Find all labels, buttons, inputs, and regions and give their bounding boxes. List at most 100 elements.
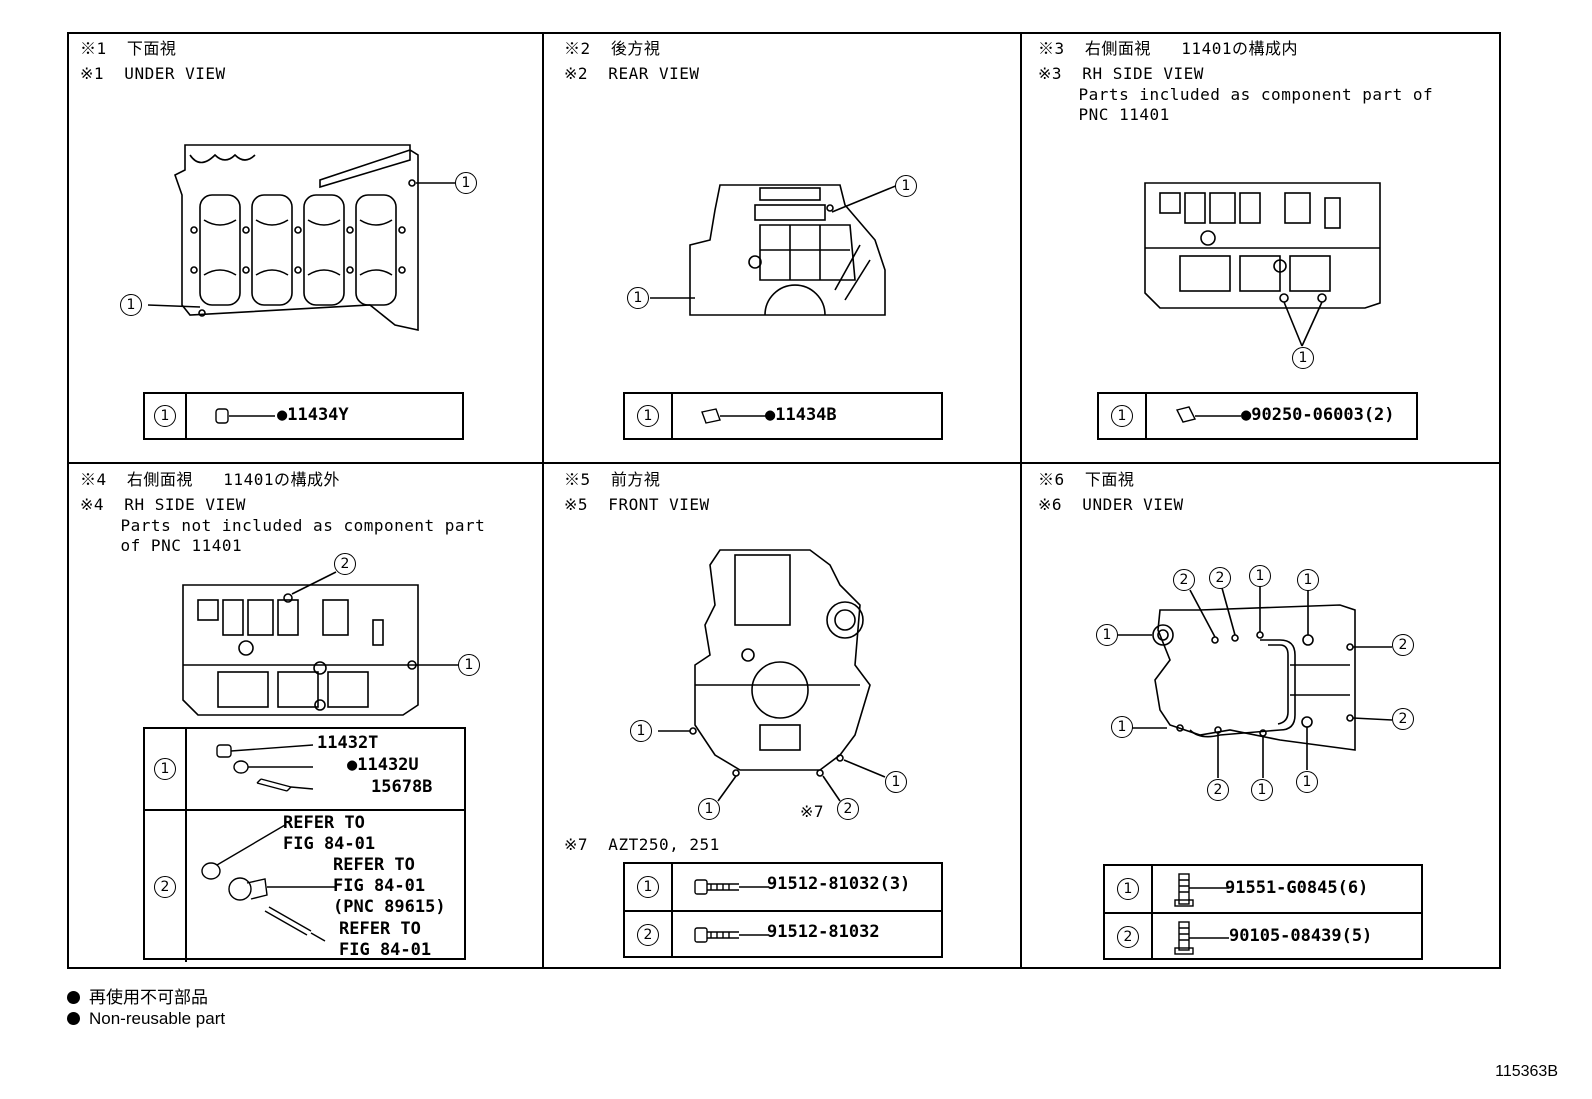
engine-block-front-view-drawing [658,549,886,802]
plug-icon [215,408,275,424]
panel-subtitle: PNC 11401 [1038,105,1170,124]
part-number: 15678B [371,777,433,797]
engine-block-side-view-drawing [1144,182,1381,347]
part-number: 91512-81032 [767,922,880,942]
footnote-marker: ※7 [800,802,825,821]
sensor-stud-icon [201,824,335,942]
callout-1: 1 [1096,624,1118,646]
callout-2: 2 [837,798,859,820]
table-row: 1 ●90250-06003(2) [1099,394,1416,438]
panel-subtitle: of PNC 11401 [80,536,243,555]
panel-title-jp: ※2 後方視 [564,39,661,58]
panel-title-en: ※5 FRONT VIEW [564,495,710,514]
engine-block-under-view-drawing [147,144,455,331]
part-number: ●90250-06003(2) [1241,405,1395,425]
bolt-icon [694,927,769,943]
panel-title-en: ※6 UNDER VIEW [1038,495,1184,514]
callout-1: 1 [455,172,477,194]
row-index: 2 [1117,926,1139,948]
bolt-icon [1174,921,1229,955]
panel-title-jp: ※3 右側面視 11401の構成内 [1038,39,1298,58]
legend-en: Non-reusable part [67,1009,225,1029]
legend-jp: 再使用不可部品 [67,983,208,1008]
bolt-icon [694,879,769,895]
engine-block-side-view-drawing [182,571,458,716]
non-reusable-dot-icon [67,991,80,1004]
part-number: 91512-81032(3) [767,874,911,894]
callout-1: 1 [627,287,649,309]
reference-line: FIG 84-01 [333,876,426,896]
callout-1: 1 [458,654,480,676]
reference-line: REFER TO [339,919,421,939]
reference-line: FIG 84-01 [283,834,376,854]
row-index: 1 [1111,405,1133,427]
grid-divider [542,32,544,969]
panel-title-en: ※1 UNDER VIEW [80,64,226,83]
panel-subtitle: Parts not included as component part [80,516,486,535]
panel-title-jp: ※1 下面視 [80,39,177,58]
panel-title-en: ※2 REAR VIEW [564,64,700,83]
table-row: 2 91512-81032 [625,910,941,958]
table-row: 2 90105-08439(5) [1105,912,1421,960]
row-index: 1 [154,405,176,427]
reference-line: REFER TO [333,855,415,875]
callout-1: 1 [1251,779,1273,801]
row-index: 1 [1117,878,1139,900]
callout-1: 1 [630,720,652,742]
table-row: 1 91551-G0845(6) [1105,866,1421,912]
legend-label: 再使用不可部品 [89,988,208,1007]
callout-1: 1 [1297,569,1319,591]
non-reusable-dot-icon [67,1012,80,1025]
callout-2: 2 [334,553,356,575]
callout-1: 1 [895,175,917,197]
parts-table: 1 91551-G0845(6) 2 90105-08439(5) [1103,864,1423,960]
row-index: 2 [637,924,659,946]
parts-table: 1 91512-81032(3) 2 91512-81032 [623,862,943,958]
reference-line: FIG 84-01 [339,940,432,960]
plug-icon [1175,406,1241,423]
table-row: 1 ●11434Y [145,394,462,438]
table-row: 1 11432T ●11432U 15678B [145,729,464,809]
plug-icon [701,408,767,424]
grid-divider [67,462,1501,464]
panel-title-jp: ※5 前方視 [564,470,661,489]
table-row: 1 91512-81032(3) [625,864,941,910]
callout-2: 2 [1173,569,1195,591]
callout-2: 2 [1392,708,1414,730]
parts-table: 1 ●90250-06003(2) [1097,392,1418,440]
part-number: ●11432U [347,755,419,775]
reference-line: (PNC 89615) [333,897,446,917]
callout-1: 1 [1296,771,1318,793]
bolt-icon [1174,873,1229,907]
reference-line: REFER TO [283,813,365,833]
row-index: 1 [637,876,659,898]
callout-1: 1 [1111,716,1133,738]
row-index: 1 [154,758,176,780]
part-number: 11432T [317,733,379,753]
callout-2: 2 [1209,567,1231,589]
callout-2: 2 [1392,634,1414,656]
parts-table: 1 ●11434B [623,392,943,440]
panel-subtitle: Parts included as component part of [1038,85,1434,104]
panel-title-jp: ※6 下面視 [1038,470,1135,489]
part-number: ●11434Y [277,405,349,425]
parts-table: 1 ●11434Y [143,392,464,440]
legend-label: Non-reusable part [89,1009,226,1028]
callout-1: 1 [1292,347,1314,369]
callout-1: 1 [698,798,720,820]
grid-divider [1020,32,1022,969]
callout-2: 2 [1207,779,1229,801]
callout-1: 1 [1249,565,1271,587]
callout-1: 1 [885,771,907,793]
diagram-frame [67,32,1501,969]
part-number: ●11434B [765,405,837,425]
table-row: 1 ●11434B [625,394,941,438]
part-number: 90105-08439(5) [1229,926,1373,946]
engine-block-rear-view-drawing [650,184,899,316]
row-index: 1 [637,405,659,427]
